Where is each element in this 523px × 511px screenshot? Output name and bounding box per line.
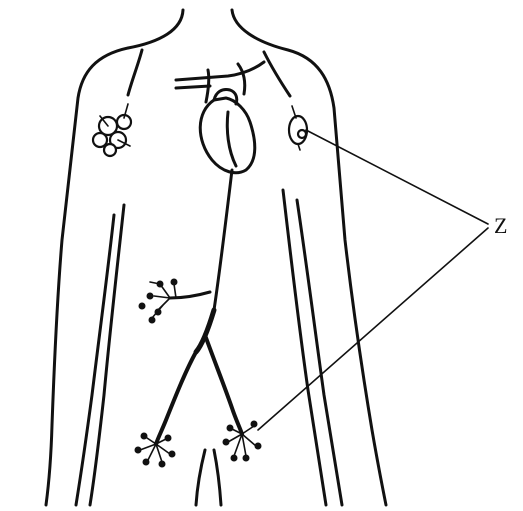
left-carotid-vessel — [238, 64, 245, 94]
descending-vessel-upper — [214, 170, 232, 310]
heart — [176, 62, 264, 173]
label-z: Z — [494, 213, 507, 238]
aortic-arch — [176, 62, 264, 80]
lymph-node-left-inguinal — [135, 433, 176, 468]
lymph-node-abdominal — [139, 279, 178, 324]
leg-gap-right — [214, 450, 221, 505]
left-arm-inner-outline — [90, 205, 124, 505]
descending-vessel-middle — [196, 310, 214, 352]
main-vessel — [156, 170, 242, 444]
leader-line-upper — [306, 130, 488, 224]
heart-chamber-line — [227, 112, 236, 166]
left-iliac-vessel — [156, 352, 196, 444]
right-arm-inner-outline — [283, 190, 326, 505]
aortic-arch-lower — [176, 86, 210, 88]
lymph-node-left-axillary — [93, 104, 131, 156]
left-shoulder-inner-outline — [128, 50, 142, 95]
right-shoulder-inner-outline — [264, 52, 290, 96]
lymph-node-right-inguinal — [223, 421, 262, 462]
right-iliac-vessel — [205, 335, 242, 434]
leg-gap-left — [196, 450, 205, 505]
body-outline — [46, 10, 386, 505]
lymph-node-right-axillary — [289, 106, 307, 150]
neck-right-outline — [232, 10, 386, 505]
